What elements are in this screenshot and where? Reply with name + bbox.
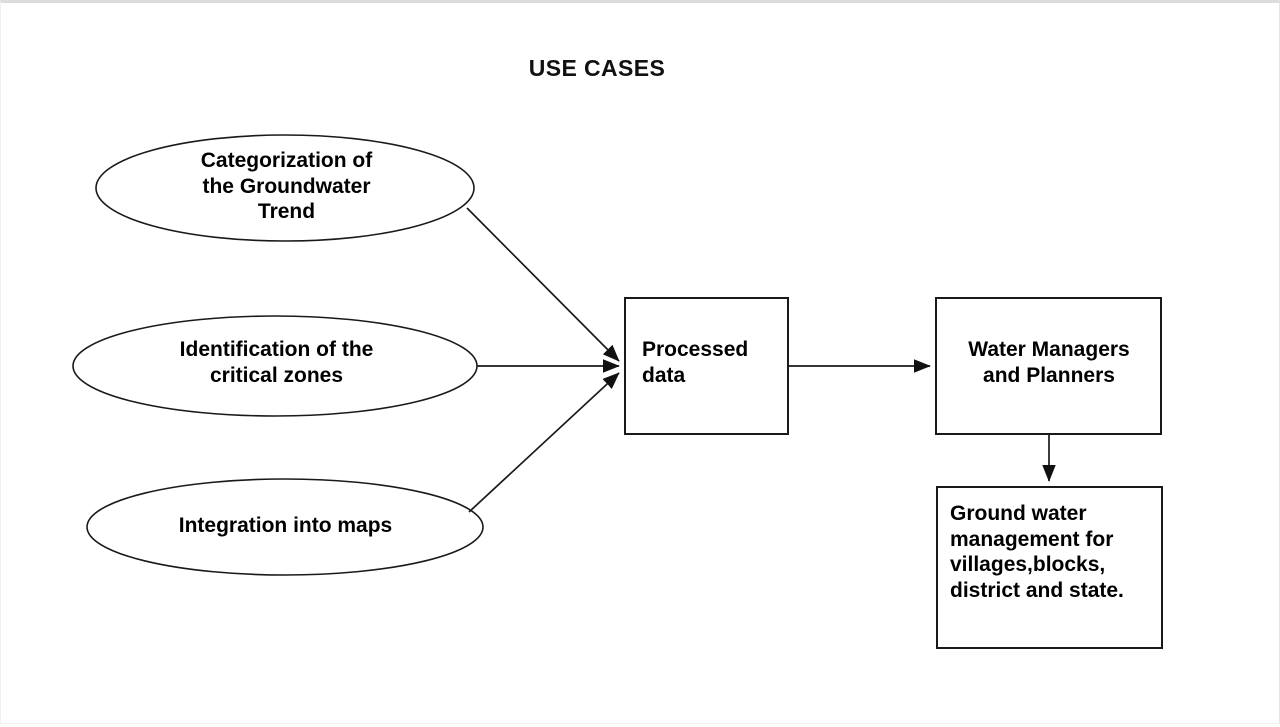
page-title: USE CASES	[528, 55, 666, 81]
node-processed-data-label: Processed data	[642, 338, 749, 387]
node-water-managers-shape[interactable]	[935, 297, 1162, 435]
node-categorization-shape[interactable]	[95, 134, 475, 242]
diagram-shapes	[72, 134, 1163, 649]
node-integration-label: Integration into maps	[178, 514, 393, 537]
node-categorization-label: Categorization of the Groundwater Trend	[200, 149, 373, 224]
node-groundwater-management-shape[interactable]	[936, 486, 1163, 649]
node-water-managers-label: Water Managers and Planners	[968, 338, 1130, 387]
node-identification-label: Identification of the critical zones	[179, 338, 374, 387]
edge-categorization-to-processed	[466, 207, 620, 362]
node-processed-data-shape[interactable]	[624, 297, 789, 435]
node-groundwater-management-label: Ground water management for villages,blo…	[950, 502, 1124, 602]
edge-integration-to-processed	[468, 372, 620, 513]
node-integration-shape[interactable]	[86, 478, 484, 576]
